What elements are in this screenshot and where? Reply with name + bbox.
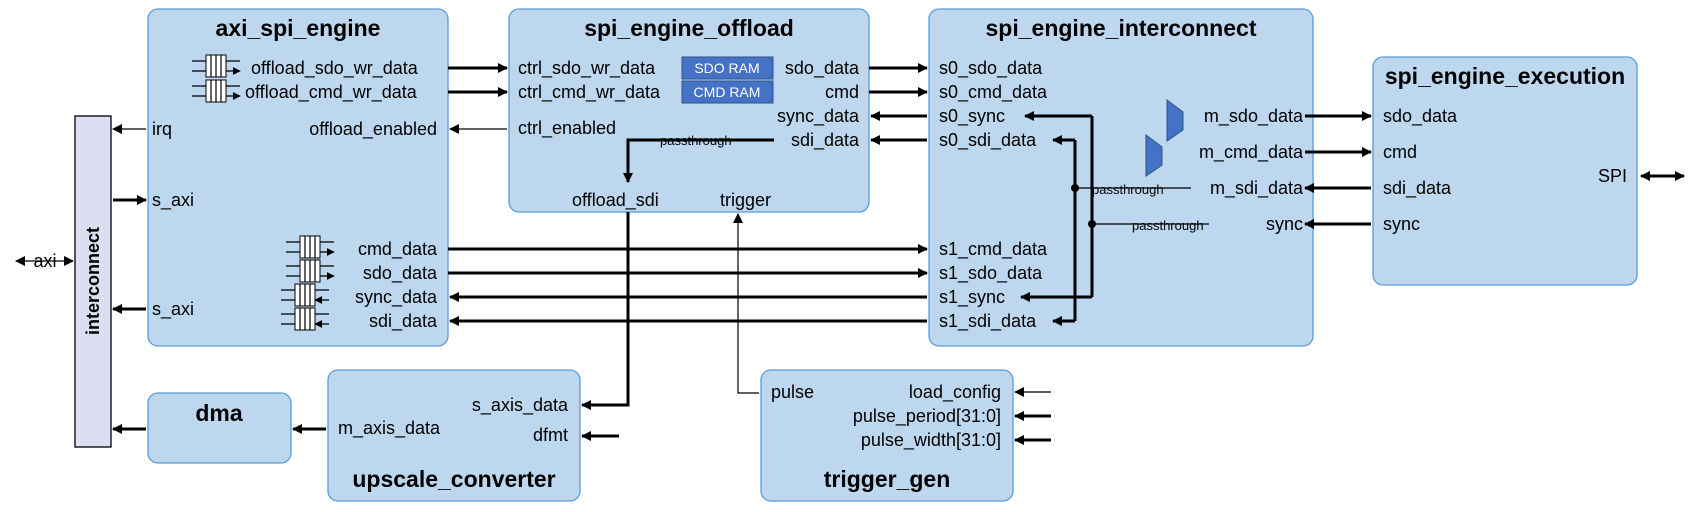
fifo-sdi	[281, 307, 329, 330]
block-title: dma	[195, 400, 243, 426]
fifo-cmd	[286, 235, 334, 258]
sdo-ram	[681, 56, 774, 80]
block-title: trigger_gen	[824, 466, 951, 492]
connections	[15, 63, 1685, 445]
port-cmd: cmd	[825, 82, 859, 102]
port-pulse-period: pulse_period[31:0]	[853, 406, 1001, 427]
cmd-mux	[1145, 134, 1163, 177]
port-s0-sdo-data: s0_sdo_data	[939, 58, 1043, 79]
port-offload-cmd-wr-data: offload_cmd_wr_data	[245, 82, 418, 103]
port-cmd: cmd	[1383, 142, 1417, 162]
trigger-gen-block: trigger_gen pulse load_config pulse_peri…	[760, 369, 1014, 502]
port-sync: sync	[1266, 214, 1303, 234]
port-s0-cmd-data: s0_cmd_data	[939, 82, 1048, 103]
port-s1-sync: s1_sync	[939, 287, 1005, 308]
port-s-axi-1: s_axi	[152, 190, 194, 211]
port-ctrl-enabled: ctrl_enabled	[518, 118, 616, 139]
port-irq: irq	[152, 119, 172, 139]
cmd-ram-label: CMD RAM	[694, 84, 761, 100]
block-title: spi_engine_offload	[584, 15, 794, 41]
fifo-offload-sdo	[192, 54, 240, 77]
port-s0-sync: s0_sync	[939, 106, 1005, 127]
fifo-offload-cmd	[192, 79, 240, 102]
port-sdo-data: sdo_data	[785, 58, 860, 79]
sdo-ram-label: SDO RAM	[694, 60, 759, 76]
port-pulse-width: pulse_width[31:0]	[861, 430, 1001, 451]
port-offload-enabled: offload_enabled	[309, 119, 437, 140]
port-s-axi-2: s_axi	[152, 299, 194, 320]
spi-engine-interconnect-block: spi_engine_interconnect s0_sdo_data s0_c…	[928, 8, 1314, 347]
port-dfmt: dfmt	[533, 425, 568, 445]
spi-engine-offload-block: spi_engine_offload ctrl_sdo_wr_data ctrl…	[508, 8, 870, 213]
port-spi: SPI	[1598, 166, 1627, 186]
passthrough-label-2: passthrough	[1132, 218, 1204, 233]
port-s1-cmd-data: s1_cmd_data	[939, 239, 1048, 260]
port-ctrl-sdo-wr-data: ctrl_sdo_wr_data	[518, 58, 656, 79]
port-cmd-data: cmd_data	[358, 239, 438, 260]
port-ctrl-cmd-wr-data: ctrl_cmd_wr_data	[518, 82, 661, 103]
port-sdi-data: sdi_data	[369, 311, 438, 332]
passthrough-label-1: passthrough	[1092, 182, 1164, 197]
port-m-cmd-data: m_cmd_data	[1199, 142, 1304, 163]
block-title: interconnect	[83, 227, 103, 335]
block-title: spi_engine_execution	[1385, 63, 1625, 89]
fifo-sdo	[286, 259, 334, 282]
port-m-sdi-data: m_sdi_data	[1210, 178, 1304, 199]
port-sync-data: sync_data	[777, 106, 860, 127]
port-sdi-data: sdi_data	[791, 130, 860, 151]
block-title: spi_engine_interconnect	[986, 15, 1257, 41]
port-sdo-data: sdo_data	[363, 263, 438, 284]
port-m-sdo-data: m_sdo_data	[1204, 106, 1304, 127]
upscale-converter-block: upscale_converter m_axis_data s_axis_dat…	[327, 369, 581, 502]
port-offload-sdo-wr-data: offload_sdo_wr_data	[251, 58, 419, 79]
block-title: axi_spi_engine	[216, 15, 381, 41]
port-trigger: trigger	[720, 190, 771, 210]
port-offload-sdi: offload_sdi	[572, 190, 659, 211]
block-title: upscale_converter	[352, 466, 555, 492]
spi-engine-execution-block: spi_engine_execution sdo_data cmd sdi_da…	[1372, 56, 1638, 286]
port-s0-sdi-data: s0_sdi_data	[939, 130, 1037, 151]
port-pulse: pulse	[771, 382, 814, 402]
fifo-sync	[281, 283, 329, 306]
sdo-mux	[1166, 99, 1184, 142]
port-s1-sdo-data: s1_sdo_data	[939, 263, 1043, 284]
interconnect-block: interconnect axi	[33, 115, 112, 448]
dma-block: dma	[147, 392, 292, 464]
port-load-config: load_config	[909, 382, 1001, 403]
port-s-axis-data: s_axis_data	[472, 395, 569, 416]
cmd-ram	[681, 80, 774, 104]
port-sync-data: sync_data	[355, 287, 438, 308]
port-m-axis-data: m_axis_data	[338, 418, 441, 439]
port-s1-sdi-data: s1_sdi_data	[939, 311, 1037, 332]
port-sync: sync	[1383, 214, 1420, 234]
port-sdo-data: sdo_data	[1383, 106, 1458, 127]
port-sdi-data: sdi_data	[1383, 178, 1452, 199]
